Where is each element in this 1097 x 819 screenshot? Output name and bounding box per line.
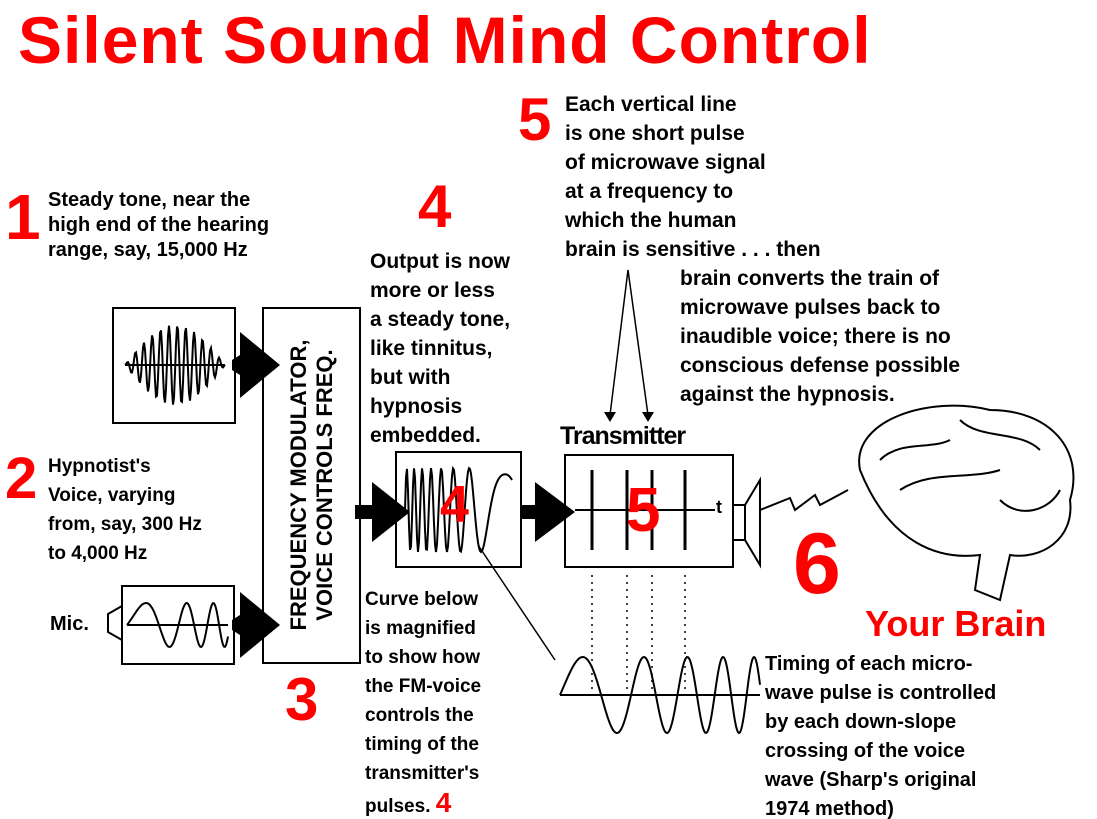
arrow-icon: [232, 592, 280, 658]
transmitter-number: 5: [626, 476, 661, 545]
step-number: 4: [418, 173, 452, 240]
step-number: 6: [793, 516, 841, 612]
brain-icon: [858, 404, 1075, 602]
pointer-lines: [609, 269, 649, 416]
arrow-icon: [520, 482, 575, 542]
mic-icon: [107, 604, 123, 642]
output-box-number: 4: [440, 476, 469, 534]
time-axis-label: t: [716, 497, 722, 517]
timing-note: Timing of each micro-wave pulse is contr…: [765, 653, 997, 819]
fm-wave: [404, 465, 513, 554]
page-title: Silent Sound Mind Control: [18, 3, 872, 77]
mic-label: Mic.: [50, 613, 89, 635]
modulator-box: [262, 307, 361, 664]
step-number: 1: [5, 181, 41, 253]
your-brain-label: Your Brain: [865, 603, 1047, 644]
magnified-wave: [559, 655, 761, 735]
step-number: 2: [5, 446, 38, 511]
step-number: 3: [285, 666, 319, 733]
step-number: 5: [518, 86, 552, 153]
signal-zigzag: [759, 489, 849, 512]
magnify-pointer: [477, 544, 556, 661]
speaker-icon: [732, 476, 761, 569]
voice-wave: [126, 601, 229, 649]
arrow-icon: [232, 332, 280, 398]
modulator-label: FREQUENCY MODULATOR,VOICE CONTROLS FREQ.: [286, 339, 337, 631]
transmitter-label: Transmitter: [560, 422, 686, 450]
pulses: [590, 470, 687, 550]
arrow-icon: [355, 482, 410, 542]
